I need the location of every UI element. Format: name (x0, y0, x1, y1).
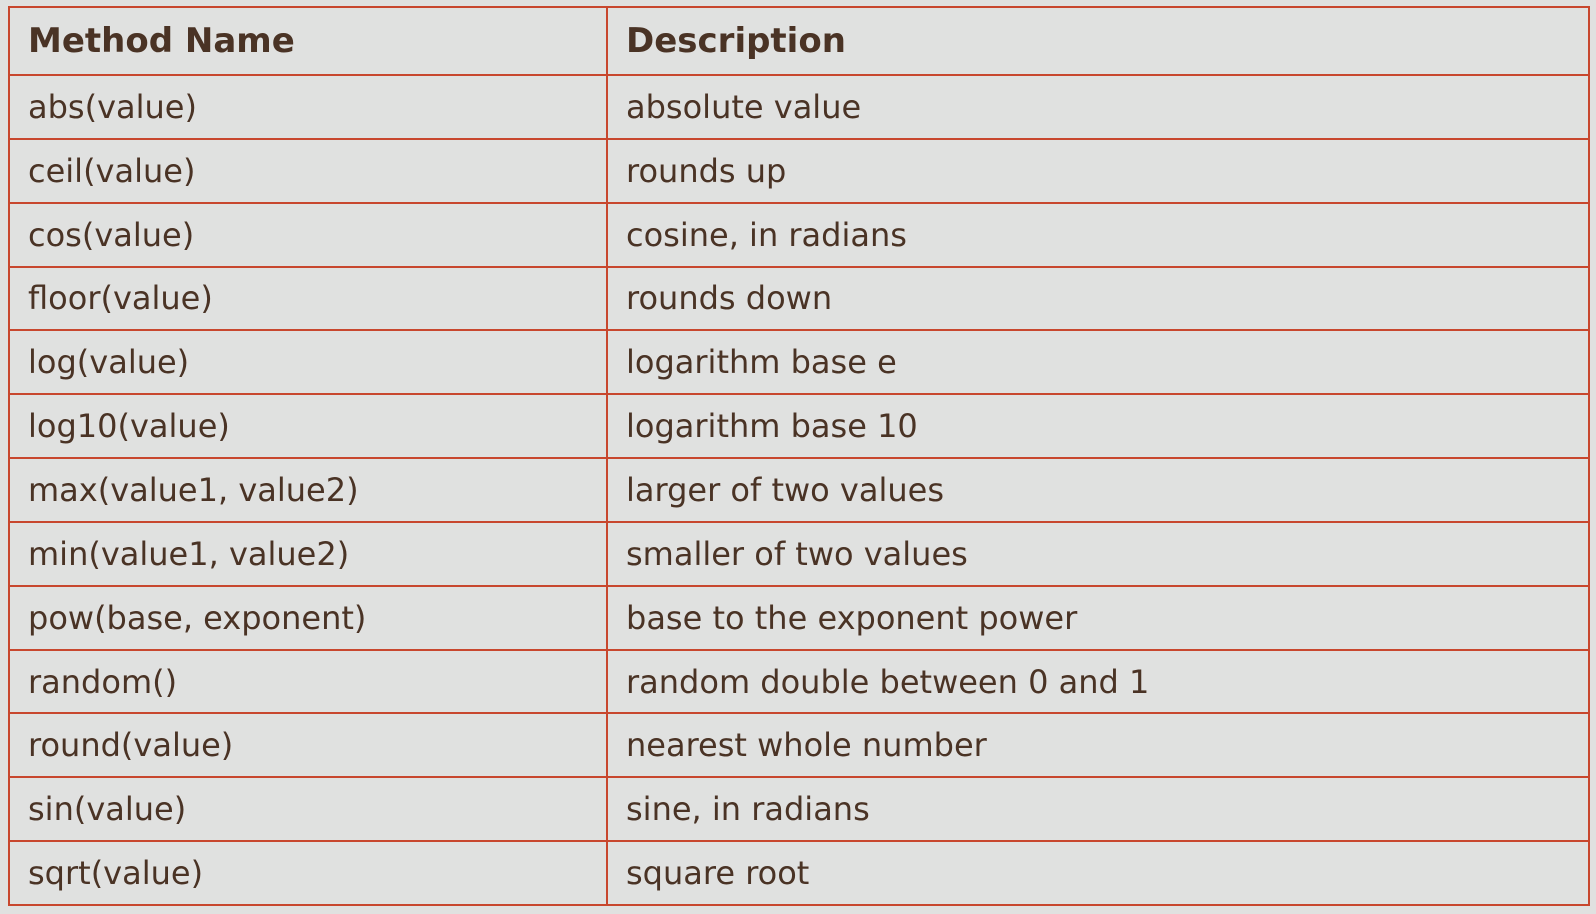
description-cell: rounds up (606, 137, 1590, 204)
description-cell: logarithm base e (606, 329, 1590, 396)
description-cell: smaller of two values (606, 520, 1590, 587)
table-row: pow(base, exponent) base to the exponent… (8, 584, 1590, 651)
method-name-cell: min(value1, value2) (8, 520, 608, 587)
description-cell: absolute value (606, 74, 1590, 140)
method-name-cell: log10(value) (8, 393, 608, 460)
method-name-cell: pow(base, exponent) (8, 584, 608, 651)
method-name-cell: floor(value) (8, 265, 608, 332)
table-row: cos(value) cosine, in radians (8, 201, 1590, 268)
table-row: log10(value) logarithm base 10 (8, 393, 1590, 460)
method-name-cell: cos(value) (8, 201, 608, 268)
description-cell: base to the exponent power (606, 584, 1590, 651)
method-name-cell: abs(value) (8, 74, 608, 140)
description-cell: nearest whole number (606, 712, 1590, 779)
description-cell: sine, in radians (606, 776, 1590, 843)
description-cell: larger of two values (606, 457, 1590, 523)
methods-table-container: Method Name Description abs(value) absol… (8, 6, 1590, 906)
math-methods-table: Method Name Description abs(value) absol… (8, 6, 1590, 906)
table-row: log(value) logarithm base e (8, 329, 1590, 396)
table-row: random() random double between 0 and 1 (8, 648, 1590, 715)
table-row: max(value1, value2) larger of two values (8, 457, 1590, 523)
description-cell: random double between 0 and 1 (606, 648, 1590, 715)
table-row: ceil(value) rounds up (8, 137, 1590, 204)
method-name-cell: random() (8, 648, 608, 715)
method-name-cell: round(value) (8, 712, 608, 779)
description-cell: cosine, in radians (606, 201, 1590, 268)
header-method-name: Method Name (8, 6, 608, 76)
table-row: round(value) nearest whole number (8, 712, 1590, 779)
method-name-cell: log(value) (8, 329, 608, 396)
description-cell: logarithm base 10 (606, 393, 1590, 460)
table-row: floor(value) rounds down (8, 265, 1590, 332)
header-description: Description (606, 6, 1590, 76)
method-name-cell: sqrt(value) (8, 840, 608, 906)
table-row: sin(value) sine, in radians (8, 776, 1590, 843)
table-row: sqrt(value) square root (8, 840, 1590, 906)
method-name-cell: max(value1, value2) (8, 457, 608, 523)
method-name-cell: sin(value) (8, 776, 608, 843)
table-header-row: Method Name Description (8, 6, 1590, 76)
method-name-cell: ceil(value) (8, 137, 608, 204)
description-cell: square root (606, 840, 1590, 906)
table-row: min(value1, value2) smaller of two value… (8, 520, 1590, 587)
description-cell: rounds down (606, 265, 1590, 332)
table-row: abs(value) absolute value (8, 74, 1590, 140)
